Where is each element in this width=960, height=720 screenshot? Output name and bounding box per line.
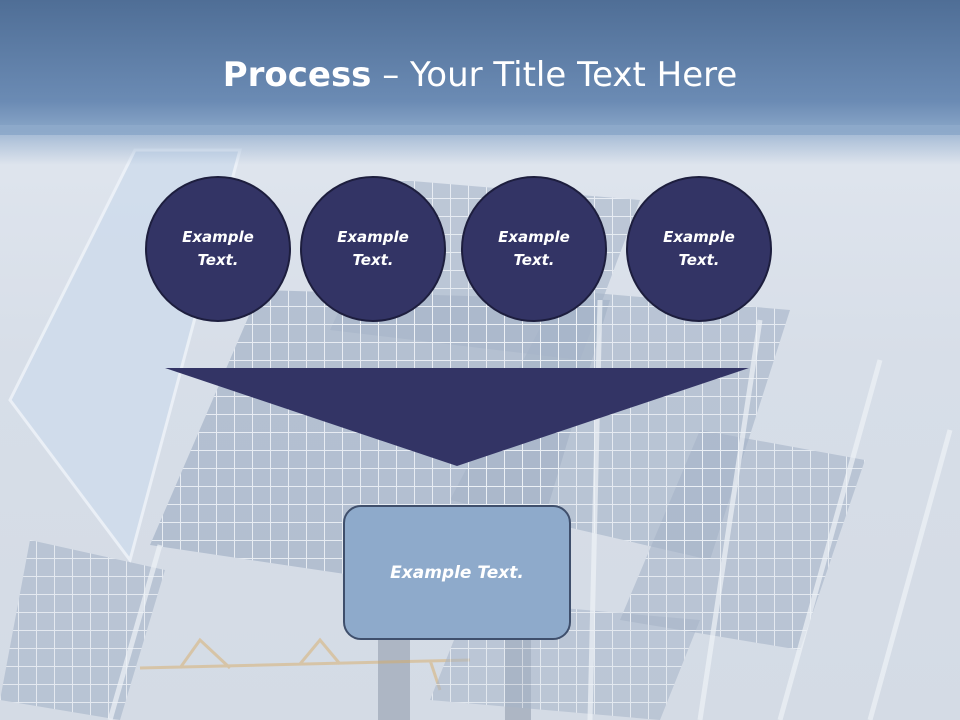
process-step-1: Example Text. — [145, 176, 291, 322]
funnel-arrow-shape — [165, 368, 749, 466]
title-bold: Process — [222, 55, 372, 95]
process-step-2-label: Example Text. — [337, 228, 409, 269]
process-step-1-label: Example Text. — [182, 228, 254, 269]
process-step-4: Example Text. — [626, 176, 772, 322]
title-bar — [0, 0, 960, 135]
slide-title: Process – Your Title Text Here — [0, 52, 960, 98]
result-box: Example Text. — [343, 505, 571, 640]
result-label: Example Text. — [390, 562, 524, 583]
process-step-2: Example Text. — [300, 176, 446, 322]
process-step-3: Example Text. — [461, 176, 607, 322]
title-rest: – Your Title Text Here — [371, 55, 738, 95]
process-step-4-label: Example Text. — [663, 228, 735, 269]
title-bar-fade — [0, 125, 960, 165]
process-step-3-label: Example Text. — [498, 228, 570, 269]
